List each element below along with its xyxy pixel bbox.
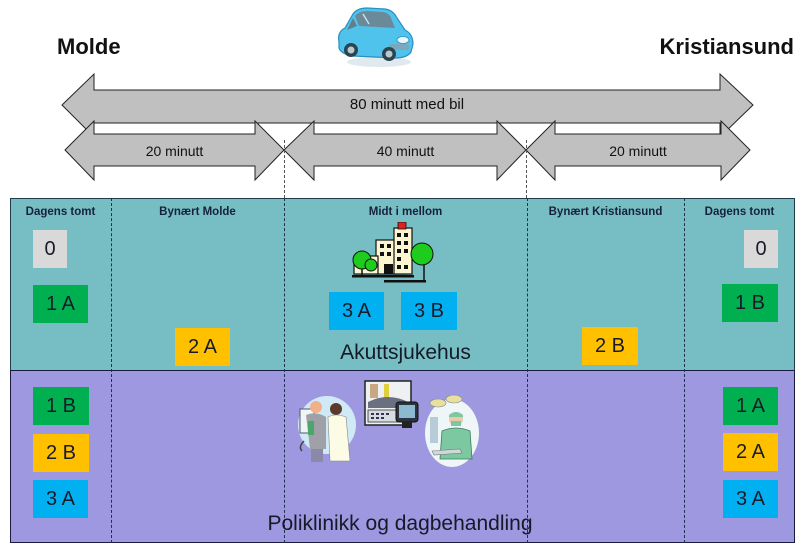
option-badge-1b: 1 B [722, 284, 778, 322]
city-label-kristiansund: Kristiansund [659, 34, 794, 59]
option-badge-3a: 3 A [329, 292, 384, 330]
option-badge-2b: 2 B [33, 434, 89, 472]
badge-text: 2 A [188, 335, 217, 358]
badge-text: 1 B [734, 291, 766, 314]
option-badge-3a: 3 A [33, 480, 88, 518]
badge-text: 2 B [45, 441, 77, 464]
badge-text: 2 B [594, 334, 626, 357]
surgeon-icon [425, 394, 479, 467]
city-label-molde: Molde [57, 34, 121, 59]
option-badge-3a: 3 A [723, 480, 778, 518]
connector-line [526, 140, 527, 198]
option-badge-2a: 2 A [723, 433, 778, 471]
option-badge-2b: 2 B [582, 327, 638, 365]
column-header-current-site-kristiansund: Dagens tomt [704, 206, 775, 218]
badge-text: 1 A [736, 394, 765, 417]
badge-text: 3 A [736, 487, 765, 510]
option-badge-1a: 1 A [723, 387, 778, 425]
column-header-near-molde: Bynært Molde [159, 206, 236, 218]
option-badge-1b: 1 B [33, 387, 89, 425]
doctor-patient-icon [298, 396, 356, 462]
segment-3-label: 20 minutt [609, 143, 667, 159]
option-badge-3b: 3 B [401, 292, 457, 330]
car-icon [338, 7, 414, 67]
badge-text: 2 A [736, 440, 765, 463]
option-badge-1a: 1 A [33, 285, 88, 323]
column-divider [527, 198, 528, 543]
badge-text: 3 B [413, 299, 445, 322]
segment-1-label: 20 minutt [145, 143, 204, 159]
hospital-building-icon [352, 222, 434, 283]
badge-text: 1 A [46, 292, 75, 315]
column-divider [284, 198, 285, 543]
segment-2-label: 40 minutt [376, 143, 435, 159]
column-header-midway: Midt i mellom [368, 206, 443, 218]
outpatient-label: Poliklinikk og dagbehandling [267, 512, 533, 535]
option-badge-0: 0 [33, 230, 67, 268]
option-badge-2a: 2 A [175, 328, 230, 366]
badge-text: 3 A [46, 487, 75, 510]
column-divider [111, 198, 112, 543]
badge-text: 3 A [342, 299, 371, 322]
badge-text: 1 B [45, 394, 77, 417]
segment-arrow-3 [525, 119, 751, 182]
column-header-near-kristiansund: Bynært Kristiansund [548, 206, 663, 218]
total-travel-label: 80 minutt med bil [349, 96, 465, 113]
acute-hospital-label: Akuttsjukehus [340, 341, 471, 364]
travel-time-arrows [61, 72, 754, 182]
column-divider [684, 198, 685, 543]
connector-line [284, 140, 285, 198]
medical-equipment-icon [364, 380, 419, 428]
badge-text: 0 [755, 237, 767, 260]
option-badge-0: 0 [744, 230, 778, 268]
badge-text: 0 [44, 237, 56, 260]
column-header-current-site-molde: Dagens tomt [25, 206, 96, 218]
